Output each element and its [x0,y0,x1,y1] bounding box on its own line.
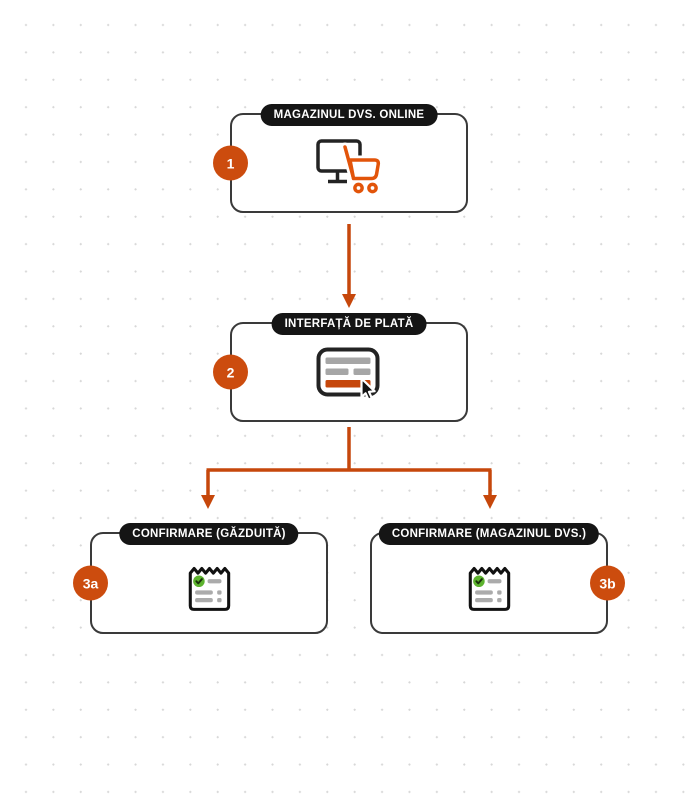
flow-node-payment-interface: INTERFAȚĂ DE PLATĂ 2 [213,313,468,422]
step-badge-3a: 3a [73,565,108,601]
arrowhead-to-hosted [201,495,215,509]
step-badge-3b: 3b [590,565,625,601]
edge-payment-split [206,427,492,496]
arrowhead-to-merchant [483,495,497,509]
receipt-check-icon [465,561,513,613]
node-title-pill: INTERFAȚĂ DE PLATĂ [271,313,427,336]
flow-node-online-store: MAGAZINUL DVS. ONLINE 1 [213,104,468,213]
payment-form-cursor-icon [316,347,382,405]
node-title-pill: CONFIRMARE (MAGAZINUL DVS.) [378,523,600,546]
step-badge-2: 2 [213,354,248,390]
mouse-cursor-glyph [360,376,376,401]
flow-node-confirmation-hosted: CONFIRMARE (GĂZDUITĂ) 3a [73,523,328,634]
node-title-pill: CONFIRMARE (GĂZDUITĂ) [119,523,299,546]
node-title-pill: MAGAZINUL DVS. ONLINE [260,104,438,127]
step-badge-1: 1 [213,145,248,181]
monitor-shopping-cart-icon [315,138,383,196]
arrowhead-to-payment [342,294,356,308]
receipt-check-icon [185,561,233,613]
flow-node-confirmation-merchant: CONFIRMARE (MAGAZINUL DVS.) 3b [370,523,625,634]
